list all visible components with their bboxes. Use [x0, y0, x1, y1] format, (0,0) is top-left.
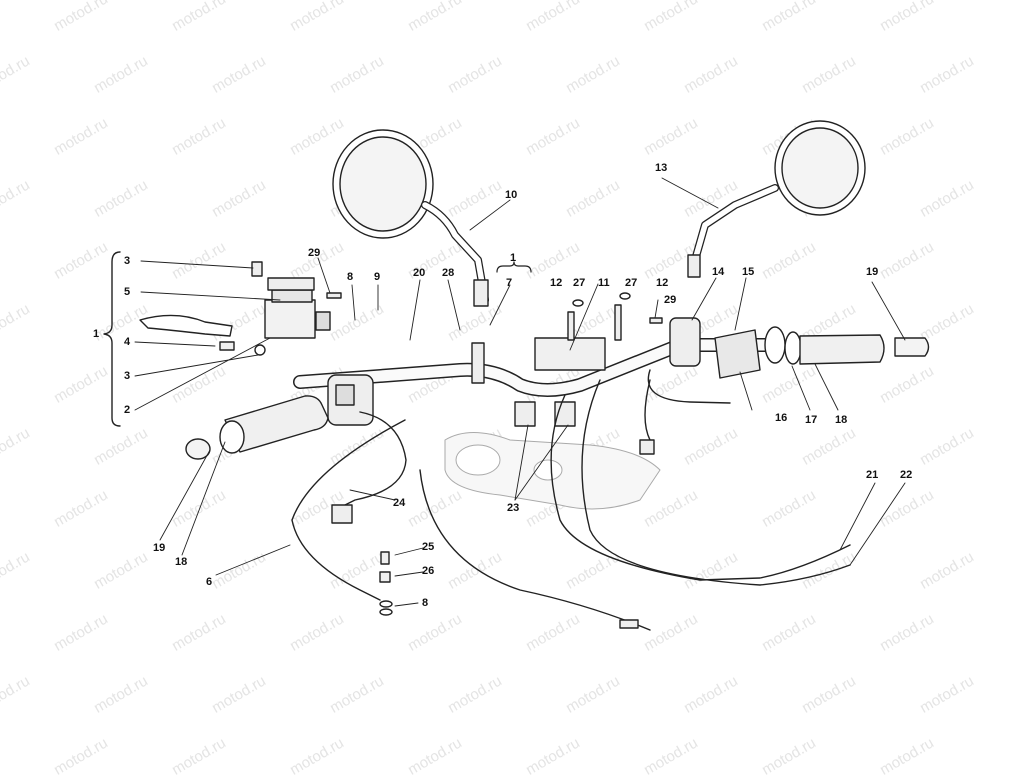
- callout-12-right: 12: [656, 277, 669, 289]
- riser-clamps: [471, 337, 606, 427]
- callout-21: 21: [866, 469, 879, 481]
- right-mirror: [687, 120, 866, 278]
- callout-16: 16: [775, 412, 788, 424]
- callout-3-top: 3: [124, 255, 131, 267]
- callout-9: 9: [374, 271, 381, 283]
- leader-lines: [134, 177, 906, 607]
- callout-8-bottom: 8: [422, 597, 429, 609]
- group-bracket-top: [496, 261, 532, 273]
- left-mirror: [332, 129, 489, 307]
- right-throttle-housing: [669, 317, 802, 379]
- clutch-master-cylinder: [139, 261, 331, 356]
- callout-18-left: 18: [175, 556, 188, 568]
- left-switch-housing: [327, 374, 374, 426]
- triple-clamp-ghost: [444, 432, 661, 510]
- callout-26: 26: [422, 565, 435, 577]
- callout-8-top: 8: [347, 271, 354, 283]
- callout-5: 5: [124, 286, 131, 298]
- callout-1-top: 1: [510, 252, 517, 264]
- callout-13: 13: [655, 162, 668, 174]
- callout-22: 22: [900, 469, 913, 481]
- callout-27-left: 27: [573, 277, 586, 289]
- callout-25: 25: [422, 541, 435, 553]
- callout-14: 14: [712, 266, 725, 278]
- callout-29-left: 29: [308, 247, 321, 259]
- callout-11: 11: [598, 277, 610, 289]
- callout-24: 24: [393, 497, 406, 509]
- callout-7: 7: [506, 277, 513, 289]
- callout-10: 10: [505, 189, 518, 201]
- right-grip: [799, 334, 930, 365]
- callout-12-left: 12: [550, 277, 563, 289]
- left-grip: [185, 395, 329, 460]
- small-hardware: [326, 292, 663, 616]
- callout-2: 2: [124, 404, 131, 416]
- callout-6: 6: [206, 576, 213, 588]
- callout-3-bottom: 3: [124, 370, 131, 382]
- callout-28: 28: [442, 267, 455, 279]
- callout-1-group: 1: [93, 328, 100, 340]
- callout-17: 17: [805, 414, 818, 426]
- callout-20: 20: [413, 267, 426, 279]
- callout-23: 23: [507, 502, 520, 514]
- callout-4: 4: [124, 336, 131, 348]
- callout-27-right: 27: [625, 277, 638, 289]
- callout-19-left: 19: [153, 542, 166, 554]
- group-bracket: [103, 251, 121, 427]
- callout-19-right: 19: [866, 266, 879, 278]
- callout-18-right: 18: [835, 414, 848, 426]
- connectors: [331, 439, 655, 629]
- callout-29-right: 29: [664, 294, 677, 306]
- callout-15: 15: [742, 266, 755, 278]
